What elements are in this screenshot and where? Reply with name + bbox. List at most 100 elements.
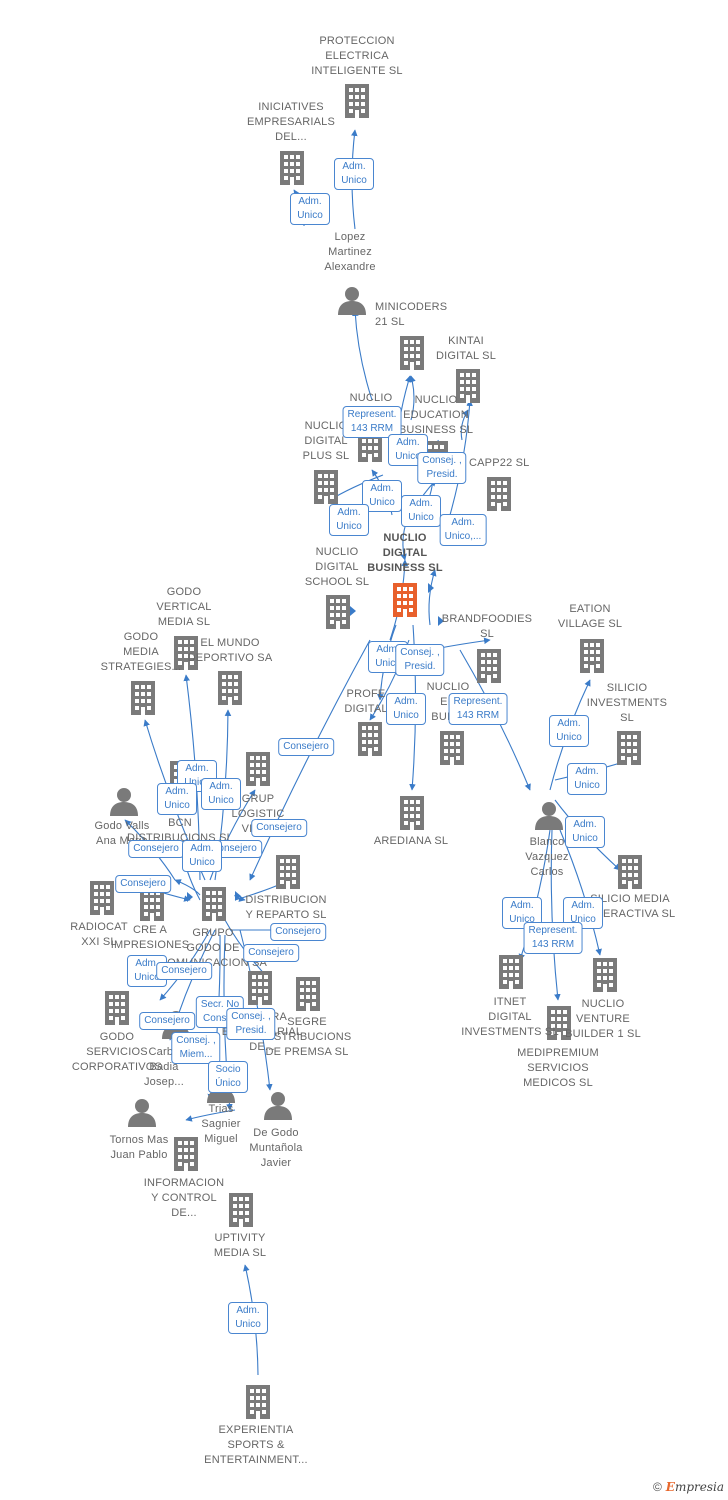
relationship-role-label[interactable]: Consejero — [115, 875, 171, 893]
company-building-icon[interactable] — [487, 477, 511, 511]
company-label[interactable]: NUCLIO VENTURE BUILDER 1 SL — [565, 998, 641, 1040]
relationship-role-label[interactable]: Consejero — [156, 962, 212, 980]
company-label[interactable]: PROTECCION ELECTRICA INTELIGENTE SL — [311, 35, 403, 77]
company-building-icon[interactable] — [276, 855, 300, 889]
relationship-role-label[interactable]: Adm. Unico — [388, 434, 428, 466]
relationship-role-label[interactable]: Adm. Unico,... — [439, 514, 487, 546]
relationship-role-label[interactable]: Consej. , Presid. — [395, 644, 445, 676]
company-label[interactable]: EXPERIENTIA SPORTS & ENTERTAINMENT... — [204, 1424, 308, 1466]
company-label[interactable]: SEGRE DISTRIBUCIONS DE PREMSA SL — [262, 1016, 352, 1058]
company-label[interactable]: MINICODERS 21 SL — [375, 301, 448, 328]
company-label[interactable]: NUCLIO EDUCATION BUSINESS SL — [398, 394, 474, 436]
relationship-role-label[interactable]: Adm. Unico — [401, 495, 441, 527]
person-label[interactable]: Tornos Mas Juan Pablo — [109, 1134, 169, 1161]
company-building-icon[interactable] — [105, 991, 129, 1025]
company-label[interactable]: AREDIANA SL — [373, 835, 449, 847]
company-label[interactable]: SILICIO INVESTMENTS SL — [586, 682, 668, 724]
relationship-role-label[interactable]: Consejero — [243, 944, 299, 962]
company-building-icon[interactable] — [296, 977, 320, 1011]
relationship-role-label[interactable]: Adm. Unico — [201, 778, 241, 810]
company-building-icon[interactable] — [174, 1137, 198, 1171]
relationship-role-label[interactable]: Adm. Unico — [228, 1302, 268, 1334]
company-building-icon[interactable] — [345, 84, 369, 118]
relationship-role-label[interactable]: Adm. Unico — [157, 783, 197, 815]
company-building-icon[interactable] — [218, 671, 242, 705]
relationship-role-label[interactable]: Adm. Unico — [329, 504, 369, 536]
company-label[interactable]: GODO MEDIA STRATEGIES... — [100, 631, 182, 673]
relationship-role-label[interactable]: Adm. Unico — [334, 158, 374, 190]
company-building-icon[interactable] — [131, 681, 155, 715]
company-label[interactable]: NUCLIO DIGITAL PLUS SL — [302, 420, 350, 462]
company-label[interactable]: NUCLIO DIGITAL SCHOOL SL — [304, 546, 370, 588]
relationship-role-label[interactable]: Adm. Unico — [182, 840, 222, 872]
copyright-symbol: © — [652, 1480, 662, 1494]
company-label[interactable]: MEDIPREMIUM SERVICIOS MEDICOS SL — [517, 1047, 599, 1089]
company-label[interactable]: CAPP22 SL — [469, 457, 530, 469]
relationship-role-label[interactable]: Represent. 143 RRM — [523, 922, 583, 954]
relationship-role-label[interactable]: Consej. , Miem... — [171, 1032, 221, 1064]
company-label[interactable]: DISTRIBUCION Y REPARTO SL — [245, 894, 327, 921]
person-icon[interactable] — [110, 788, 138, 816]
company-label[interactable]: GODO SERVICIOS CORPORATIVOS — [71, 1031, 163, 1073]
relationship-role-label[interactable]: Consej. , Presid. — [417, 452, 467, 484]
company-building-icon[interactable] — [314, 470, 338, 504]
relationship-role-label[interactable]: Socio Único — [208, 1061, 248, 1093]
company-label[interactable]: INFORMACION Y CONTROL DE... — [143, 1177, 225, 1219]
company-label[interactable]: BRANDFOODIES SL — [441, 613, 533, 640]
company-building-icon[interactable] — [580, 639, 604, 673]
relationship-role-label[interactable]: Represent. 143 RRM — [342, 406, 402, 438]
person-label[interactable]: Carbo Badia Josep... — [143, 1046, 185, 1088]
company-building-icon[interactable] — [248, 971, 272, 1005]
person-icon[interactable] — [128, 1099, 156, 1127]
company-label[interactable]: INICIATIVES EMPRESARIALS DEL... — [247, 101, 335, 143]
company-label[interactable]: NUCLIO — [349, 392, 393, 404]
relationship-role-label[interactable]: Adm. Unico — [549, 715, 589, 747]
company-label[interactable]: PROFE DIGITAL — [344, 688, 388, 715]
company-building-icon[interactable] — [440, 731, 464, 765]
company-building-icon[interactable] — [499, 955, 523, 989]
relationship-role-label[interactable]: Consej. , Presid. — [226, 1008, 276, 1040]
person-icon[interactable] — [264, 1092, 292, 1120]
company-building-icon[interactable] — [229, 1193, 253, 1227]
company-label[interactable]: EATION VILLAGE SL — [557, 603, 623, 630]
company-building-icon[interactable] — [617, 731, 641, 765]
company-label[interactable]: ITNET DIGITAL INVESTMENTS SL — [461, 996, 559, 1038]
person-label[interactable]: Trias Sagnier Miguel — [201, 1103, 241, 1145]
company-building-icon[interactable] — [400, 796, 424, 830]
company-building-icon[interactable] — [280, 151, 304, 185]
company-label[interactable]: UPTIVITY MEDIA SL — [213, 1232, 267, 1259]
relationship-role-label[interactable]: Consejero — [139, 1012, 195, 1030]
company-building-icon[interactable] — [246, 752, 270, 786]
relationship-role-label[interactable]: Consejero — [278, 738, 334, 756]
company-building-icon[interactable] — [358, 722, 382, 756]
company-building-icon[interactable] — [246, 1385, 270, 1419]
relationship-role-label[interactable]: Adm. Unico — [386, 693, 426, 725]
relationship-role-label[interactable]: Adm. Unico — [565, 816, 605, 848]
company-building-icon[interactable] — [593, 958, 617, 992]
person-icon[interactable] — [535, 802, 563, 830]
company-building-icon[interactable] — [400, 336, 424, 370]
relationship-role-label[interactable]: Adm. Unico — [290, 193, 330, 225]
company-label[interactable]: KINTAI DIGITAL SL — [435, 335, 497, 362]
relationship-role-label[interactable]: Consejero — [270, 923, 326, 941]
company-label[interactable]: RADIOCAT XXI SL — [70, 921, 128, 948]
company-label[interactable]: CRE A IMPRESIONES — [110, 924, 190, 951]
company-building-icon[interactable] — [477, 649, 501, 683]
company-building-icon[interactable] — [618, 855, 642, 889]
relationship-role-label[interactable]: Consejero — [251, 819, 307, 837]
person-label[interactable]: De Godo Muntañola Javier — [249, 1127, 303, 1169]
company-building-icon[interactable] — [326, 595, 350, 629]
company-label[interactable]: EL MUNDO DEPORTIVO SA — [187, 637, 273, 664]
relationship-role-label[interactable]: Represent. 143 RRM — [448, 693, 508, 725]
person-label[interactable]: Blanco Vazquez Carlos — [525, 836, 569, 878]
person-label[interactable]: Lopez Martinez Alexandre — [324, 231, 376, 273]
center-company-icon[interactable] — [393, 583, 417, 617]
company-label[interactable]: GODO VERTICAL MEDIA SL — [156, 586, 212, 628]
person-icon[interactable] — [338, 287, 366, 315]
company-building-icon[interactable] — [90, 881, 114, 915]
company-label[interactable]: NUCLIO DIGITAL BUSINESS SL — [367, 532, 443, 574]
relationship-role-label[interactable]: Adm. Unico — [567, 763, 607, 795]
relationship-role-label[interactable]: Consejero — [128, 840, 184, 858]
arrow-head-icon — [235, 891, 241, 901]
company-building-icon[interactable] — [202, 887, 226, 921]
